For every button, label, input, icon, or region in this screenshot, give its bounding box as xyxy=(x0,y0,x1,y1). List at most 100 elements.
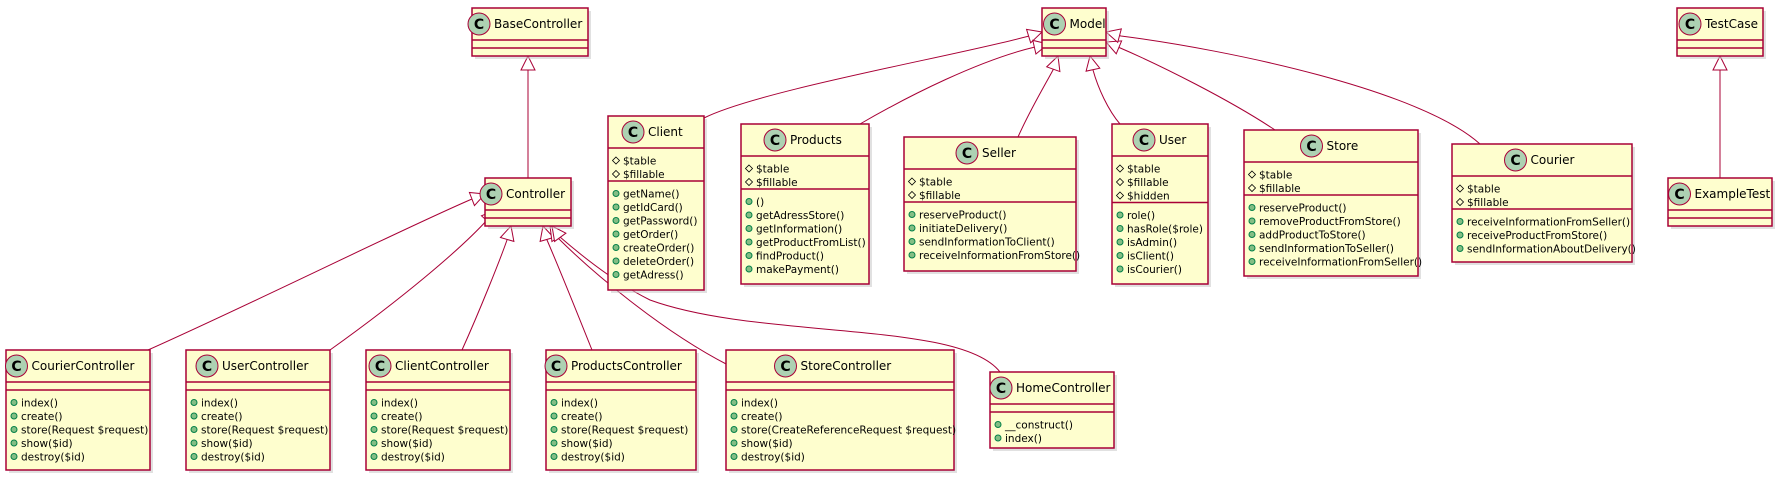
class-user: UserC$table$fillable$hiddenrole()hasRole… xyxy=(1111,123,1211,287)
inheritance-products-to-model xyxy=(859,39,1050,125)
class-badge-icon xyxy=(1132,128,1156,152)
class-method: index() xyxy=(201,398,238,410)
inheritance-line xyxy=(147,198,473,351)
class-method: getPassword() xyxy=(623,216,697,228)
class-method: index() xyxy=(21,398,58,410)
class-user-controller: UserControllerCindex()create()store(Requ… xyxy=(185,349,333,473)
public-method-icon xyxy=(730,426,738,433)
class-field: $fillable xyxy=(623,169,665,181)
class-field: $table xyxy=(623,156,656,168)
class-method: sendInformationToClient() xyxy=(919,237,1055,249)
class-method: show($id) xyxy=(741,438,793,450)
class-method: sendInformationAboutDelivery() xyxy=(1467,244,1636,256)
public-method-icon xyxy=(1456,245,1464,252)
class-method: index() xyxy=(381,398,418,410)
protected-field-icon xyxy=(611,156,621,165)
class-seller: SellerC$table$fillablereserveProduct()in… xyxy=(903,136,1080,274)
class-store: StoreC$table$fillablereserveProduct()rem… xyxy=(1243,129,1422,279)
protected-field-icon xyxy=(1247,170,1257,179)
public-method-icon xyxy=(1116,252,1124,259)
class-method: getInformation() xyxy=(756,224,842,236)
class-badge-letter: C xyxy=(780,359,790,375)
class-box xyxy=(607,115,705,291)
class-method: store(Request $request) xyxy=(201,425,328,437)
class-method: index() xyxy=(741,398,778,410)
inheritance-client-to-model xyxy=(703,28,1044,119)
inheritance-example-test-to-test-case xyxy=(1712,54,1728,178)
class-badge-letter: C xyxy=(375,359,385,375)
public-method-icon xyxy=(1456,218,1464,225)
class-method: reserveProduct() xyxy=(919,210,1007,222)
class-method: receiveInformationFromSeller() xyxy=(1467,217,1630,229)
class-method: create() xyxy=(741,411,783,423)
public-method-icon xyxy=(1248,217,1256,225)
inheritance-line xyxy=(1117,46,1276,131)
protected-field-icon xyxy=(907,177,917,186)
inheritance-home-controller-to-controller xyxy=(551,225,1001,373)
class-method: isAdmin() xyxy=(1127,237,1177,249)
class-badge-icon xyxy=(1300,134,1323,158)
class-method: findProduct() xyxy=(756,251,824,263)
class-method: sendInformationToSeller() xyxy=(1259,243,1394,255)
class-name: Model xyxy=(1070,17,1106,31)
inheritance-arrowhead-icon xyxy=(1104,40,1123,55)
class-method: isCourier() xyxy=(1127,264,1182,276)
public-method-icon xyxy=(612,244,620,251)
class-method: destroy($id) xyxy=(741,452,805,464)
inheritance-controller-to-base-controller xyxy=(520,54,536,178)
public-method-icon xyxy=(190,426,198,433)
class-method: removeProductFromStore() xyxy=(1259,216,1401,228)
class-method: store(Request $request) xyxy=(561,425,688,437)
class-badge-icon xyxy=(544,354,568,378)
class-method: getOrder() xyxy=(623,229,678,241)
public-method-icon xyxy=(612,217,620,224)
class-badge-icon xyxy=(1668,182,1691,206)
class-field: $fillable xyxy=(1127,177,1169,189)
class-method: store(CreateReferenceRequest $request) xyxy=(741,425,956,437)
class-method: __construct() xyxy=(1004,420,1073,432)
public-method-icon xyxy=(994,434,1002,442)
class-field: $hidden xyxy=(1127,191,1170,203)
public-method-icon xyxy=(370,453,378,460)
class-name: ProductsController xyxy=(571,359,682,373)
class-box xyxy=(1451,143,1633,263)
class-method: destroy($id) xyxy=(201,452,265,464)
public-method-icon xyxy=(1456,231,1464,239)
class-method: hasRole($role) xyxy=(1127,224,1203,236)
inheritance-arrowhead-icon xyxy=(1025,28,1044,44)
class-badge-letter: C xyxy=(11,359,21,375)
class-badge-letter: C xyxy=(996,381,1006,397)
inheritance-arrowhead-icon xyxy=(520,54,536,71)
class-badge-letter: C xyxy=(1049,17,1059,33)
public-method-icon xyxy=(1116,238,1124,246)
public-method-icon xyxy=(612,203,620,211)
class-method: index() xyxy=(1005,433,1042,445)
class-name: TestCase xyxy=(1704,17,1758,31)
class-name: CourierController xyxy=(32,359,135,373)
public-method-icon xyxy=(1248,204,1256,211)
class-badge-letter: C xyxy=(1510,153,1520,169)
public-method-icon xyxy=(10,439,18,447)
class-box xyxy=(1111,123,1209,285)
public-method-icon xyxy=(10,399,18,406)
inheritance-client-controller-to-controller xyxy=(461,224,515,351)
class-method: () xyxy=(756,197,764,209)
class-method: show($id) xyxy=(21,438,73,450)
public-method-icon xyxy=(908,251,916,259)
class-method: create() xyxy=(21,411,63,423)
class-name: Courier xyxy=(1531,153,1575,167)
class-method: index() xyxy=(561,398,598,410)
inheritance-line xyxy=(461,239,508,351)
class-badge-icon xyxy=(479,182,503,206)
class-badge-letter: C xyxy=(486,187,496,203)
class-badge-icon xyxy=(467,12,491,36)
class-badge-icon xyxy=(955,141,979,165)
class-badge-icon xyxy=(1043,12,1066,36)
class-method: destroy($id) xyxy=(21,452,85,464)
class-badge-letter: C xyxy=(474,17,484,33)
inheritance-line xyxy=(546,239,593,351)
